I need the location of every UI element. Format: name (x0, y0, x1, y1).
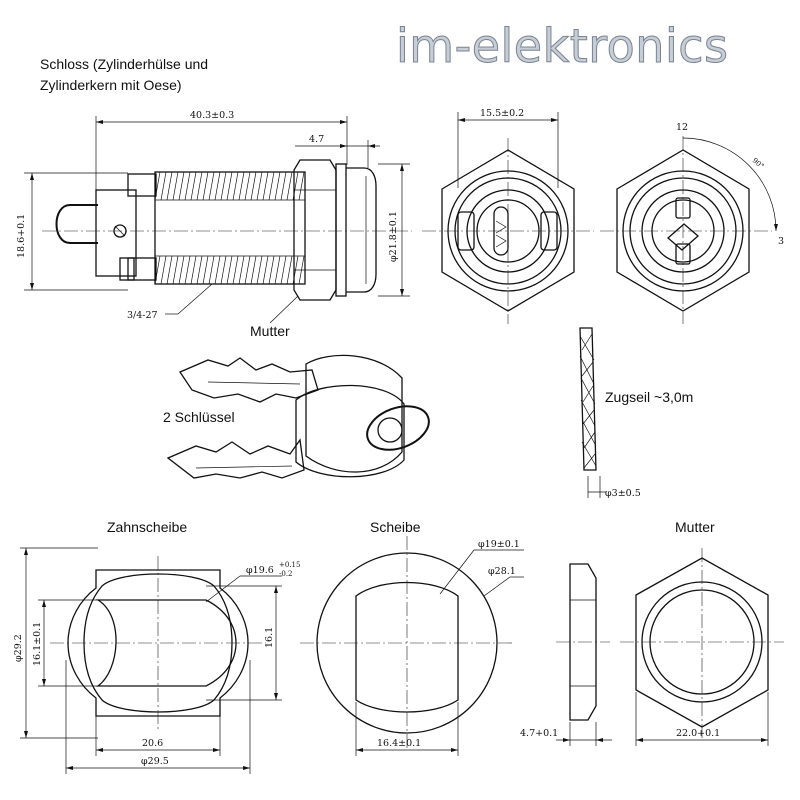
zahnscheibe-inner (95, 599, 237, 687)
twisted-cable-icon (579, 327, 597, 471)
dim-zs-inner-tol-up: +0.15 (279, 561, 300, 569)
dim-zs-flat-v: 16.1±0.1 (32, 622, 43, 666)
flange (335, 163, 347, 297)
rot-angle: 90° (751, 156, 766, 170)
mutter-title: Mutter (675, 519, 715, 535)
scheibe-title: Scheibe (370, 519, 421, 535)
dim-lock-height: 18.6+0.1 (16, 214, 27, 258)
dim-mu-width: 22.0+0.1 (676, 728, 720, 739)
title-line-1: Schloss (Zylinderhülse und (40, 56, 208, 72)
lock-front-view-rotated: 12 3 90° (600, 122, 784, 324)
threaded-sleeve (154, 171, 306, 285)
key-head-back (305, 354, 403, 473)
rotation-arc (682, 137, 777, 232)
thread-hatching (154, 171, 305, 285)
cable-label: Zugseil ~3,0m (605, 389, 693, 405)
key-pair-icon (166, 354, 430, 479)
nut-side (293, 159, 337, 301)
zahnscheibe-title: Zahnscheibe (107, 519, 187, 535)
dim-zs-width: 20.6 (142, 738, 163, 749)
lock-body (95, 189, 137, 277)
mutter-callout: Mutter (250, 323, 290, 339)
brand-logo: im-elektronics (396, 19, 728, 73)
dim-sc-inner: φ19±0.1 (478, 539, 520, 550)
key-slot-rotated (667, 223, 699, 251)
keys-label: 2 Schlüssel (163, 409, 235, 425)
shackle-loop (55, 204, 98, 244)
lock-side-view: 40.3±0.3 4.7 18.6+0.1 φ21.8±0.1 3/4-27 M… (16, 110, 412, 339)
dim-mu-thickness: 4.7+0.1 (520, 728, 558, 739)
key-head-front (295, 384, 405, 478)
dim-zs-outer-v: φ29.2 (13, 634, 24, 662)
dim-sc-outer: φ28.1 (488, 566, 516, 577)
title-line-2: Zylinderkern mit Oese) (40, 77, 182, 93)
rot-3: 3 (778, 236, 784, 247)
key-ring (366, 405, 430, 451)
dim-lock-flange-dia: φ21.8±0.1 (388, 211, 399, 262)
dim-front-hex: 15.5±0.2 (480, 108, 524, 119)
dim-cable-dia: φ3±0.5 (605, 488, 641, 499)
rot-12: 12 (676, 122, 688, 133)
dim-zs-inner-dia: φ19.6 (246, 565, 274, 576)
dim-zs-outer: φ29.5 (141, 756, 169, 767)
dim-lock-length: 40.3±0.3 (190, 110, 234, 121)
flange-cap (346, 167, 377, 293)
scheibe-inner (355, 581, 459, 713)
thread-callout: 3/4-27 (127, 310, 158, 321)
dim-zs-flat-v-right: 16.1 (264, 627, 275, 648)
scheibe-drawing: φ19±0.1 φ28.1 16.4±0.1 (300, 536, 524, 756)
dim-zs-inner-tol-dn: -0.2 (279, 570, 293, 578)
zahnscheibe-drawing: φ19.6 +0.15 -0.2 φ29.2 16.1±0.1 16.1 20.… (13, 547, 300, 774)
lock-front-view: 15.5±0.2 (422, 108, 594, 324)
mutter-drawing: 4.7+0.1 22.0+0.1 (520, 548, 784, 746)
dim-lock-flange: 4.7 (309, 134, 324, 145)
mutter-side (569, 563, 597, 721)
dim-sc-width: 16.4±0.1 (377, 738, 421, 749)
